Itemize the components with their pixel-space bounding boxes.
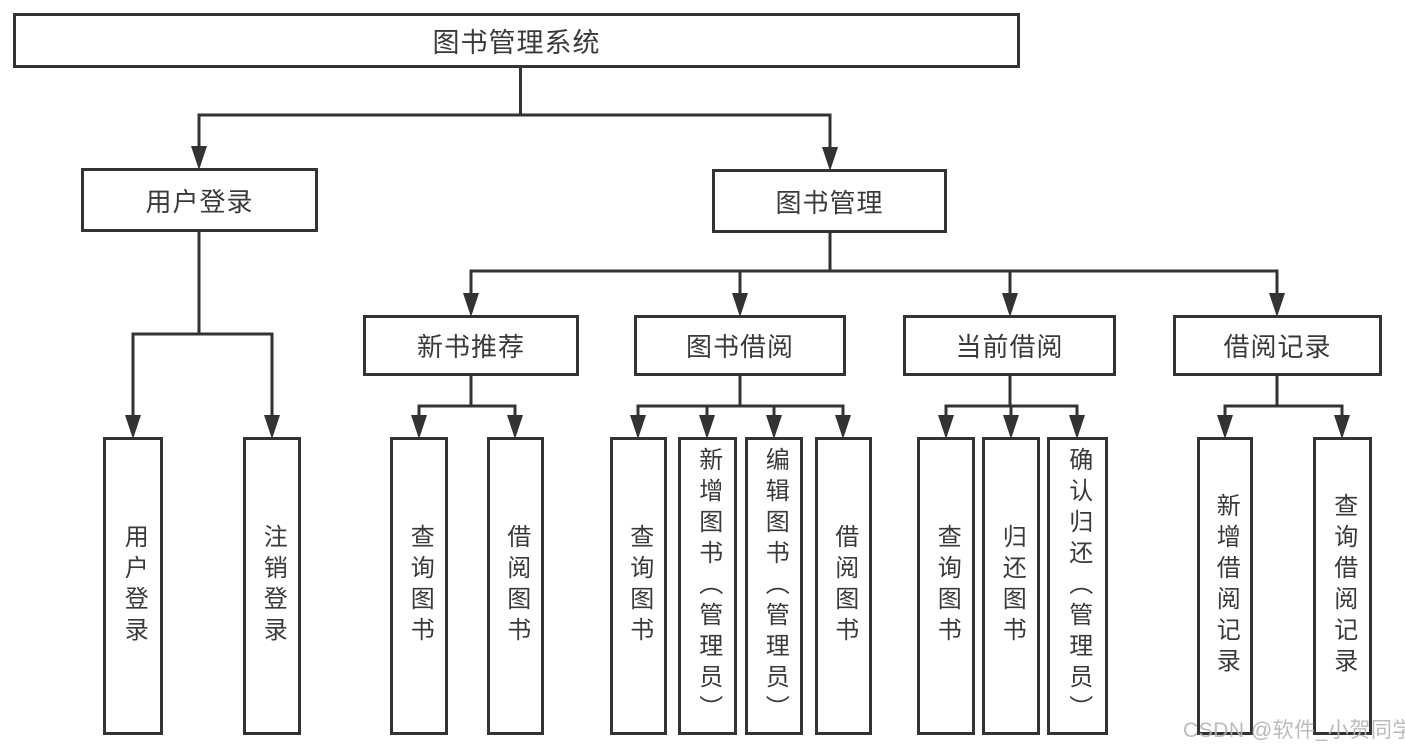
leaf-query-books-recommendation: 查询图书 <box>390 437 448 735</box>
leaf-query-books-borrowing: 查询图书 <box>610 437 667 735</box>
node-label: 新书推荐 <box>416 332 525 362</box>
leaf-label: 新增图书（管理员） <box>694 446 722 726</box>
arrowheads <box>125 146 1350 439</box>
leaf-borrow-books-recommendation: 借阅图书 <box>487 437 544 735</box>
node-library-management-system: 图书管理系统 <box>13 13 1020 68</box>
leaf-label: 查询图书 <box>625 524 653 648</box>
node-book-borrowing: 图书借阅 <box>634 315 846 376</box>
leaf-label: 注销登录 <box>259 524 287 648</box>
leaf-query-borrow-record: 查询借阅记录 <box>1313 437 1372 735</box>
leaf-label: 新增借阅记录 <box>1212 493 1240 679</box>
node-current-borrowing: 当前借阅 <box>903 315 1116 376</box>
leaf-add-books-admin: 新增图书（管理员） <box>678 437 737 735</box>
node-label: 当前借阅 <box>955 332 1064 362</box>
leaf-logout: 注销登录 <box>243 437 301 735</box>
node-label: 图书借阅 <box>685 332 794 362</box>
leaf-label: 查询借阅记录 <box>1329 493 1357 679</box>
leaf-label: 归还图书 <box>998 524 1026 648</box>
leaf-query-books-current: 查询图书 <box>917 437 975 735</box>
csdn-watermark: CSDN @软件_小贺同学 <box>1183 719 1405 742</box>
node-new-book-recommendation: 新书推荐 <box>363 315 579 376</box>
leaf-label: 借阅图书 <box>502 524 530 648</box>
node-borrowing-records: 借阅记录 <box>1173 315 1382 376</box>
leaf-add-borrow-record: 新增借阅记录 <box>1197 437 1253 735</box>
leaf-edit-books-admin: 编辑图书（管理员） <box>745 437 803 735</box>
leaf-label: 用户登录 <box>120 524 148 648</box>
node-user-login: 用户登录 <box>81 168 318 232</box>
leaf-label: 查询图书 <box>406 524 434 648</box>
node-book-management: 图书管理 <box>712 169 947 233</box>
leaf-label: 借阅图书 <box>830 524 858 648</box>
leaf-return-books: 归还图书 <box>982 437 1040 735</box>
leaf-label: 确认归还（管理员） <box>1064 446 1092 726</box>
node-label: 图书管理系统 <box>432 28 601 58</box>
node-label: 图书管理 <box>775 187 884 218</box>
leaf-user-login: 用户登录 <box>103 437 163 735</box>
leaf-borrow-books-borrowing: 借阅图书 <box>815 437 872 735</box>
leaf-label: 编辑图书（管理员） <box>761 446 789 726</box>
node-label: 借阅记录 <box>1223 332 1332 362</box>
node-label: 用户登录 <box>145 186 254 217</box>
leaf-confirm-return-admin: 确认归还（管理员） <box>1047 437 1108 735</box>
leaf-label: 查询图书 <box>933 524 961 648</box>
